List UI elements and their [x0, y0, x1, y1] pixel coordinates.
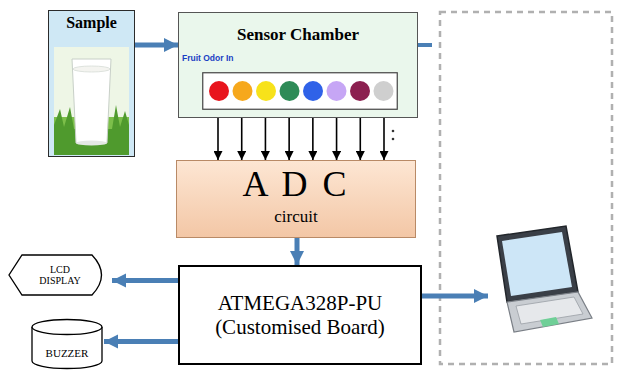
- signal-arrow: [336, 118, 338, 160]
- cylinder-shape: [30, 318, 104, 370]
- signal-arrow: [241, 118, 243, 160]
- display-box: LCD DISPLAY: [8, 254, 112, 296]
- node-title: ATMEGA328P-PU (Customised Board): [180, 291, 420, 339]
- node-title: Sample: [66, 14, 117, 32]
- node-title: A D C: [242, 164, 349, 205]
- buzzer-box: BUZZER: [30, 318, 104, 370]
- node-title: BUZZER: [46, 347, 89, 360]
- continuation-dot: [392, 138, 395, 141]
- controller-box: ATMEGA328P-PU (Customised Board): [178, 265, 422, 365]
- sensor-chamber-box: Sensor ChamberFruit Odor In: [178, 12, 418, 118]
- signal-arrow: [217, 118, 219, 160]
- sample-box: Sample: [48, 10, 135, 157]
- milk-glass-picture: [54, 47, 129, 155]
- signal-arrow: [359, 118, 361, 160]
- flow-arrow: [112, 278, 178, 283]
- flow-arrow: [135, 43, 178, 48]
- flow-arrow: [295, 238, 300, 265]
- dashed-panel: [440, 12, 612, 364]
- sensor-array: [202, 72, 398, 110]
- signal-arrow: [288, 118, 290, 160]
- signal-arrow: [312, 118, 314, 160]
- signal-arrow: [265, 118, 267, 160]
- node-title: Sensor Chamber: [237, 25, 359, 45]
- outlet-line: [418, 43, 432, 47]
- node-subtext: Fruit Odor In: [182, 54, 233, 64]
- continuation-dot: [392, 130, 395, 133]
- node-subtext: circuit: [274, 207, 317, 227]
- node-title: LCD DISPLAY: [32, 264, 88, 287]
- signal-arrow: [383, 118, 385, 160]
- laptop-icon: [497, 226, 592, 332]
- adc-box: A D Ccircuit: [176, 160, 416, 238]
- laptop-arrow: [418, 294, 488, 299]
- flow-arrow: [104, 339, 178, 344]
